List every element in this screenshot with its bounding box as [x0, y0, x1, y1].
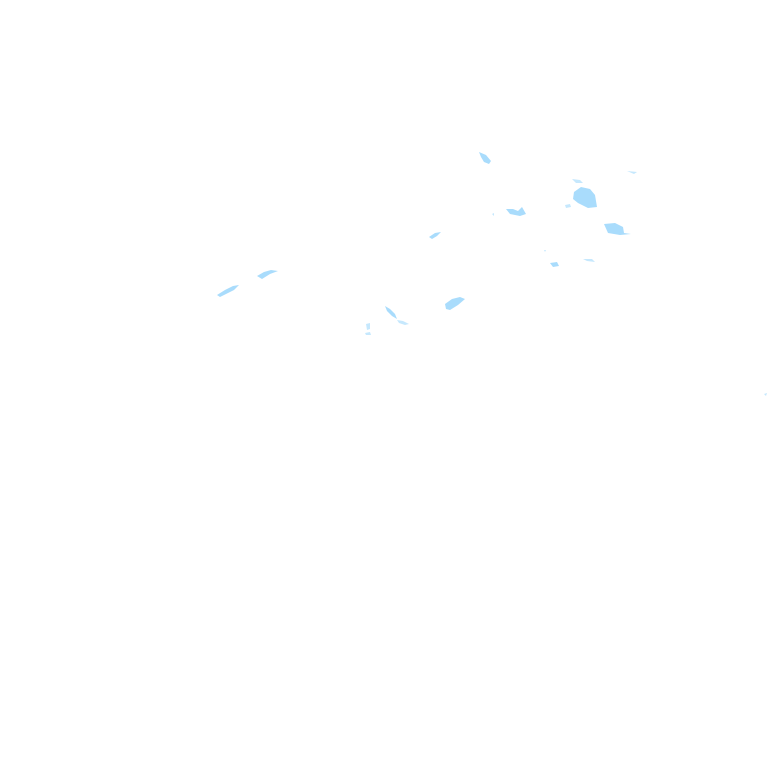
water-feature	[544, 250, 546, 252]
water-feature	[385, 306, 397, 319]
water-feature	[764, 393, 767, 396]
water-feature	[397, 320, 409, 325]
water-feature	[627, 171, 637, 174]
water-feature	[365, 332, 371, 335]
water-feature	[479, 152, 491, 164]
water-feature	[366, 323, 370, 330]
water-feature	[572, 179, 583, 183]
water-feature	[583, 259, 595, 262]
water-feature	[550, 262, 559, 267]
water-feature	[492, 213, 494, 216]
water-feature	[429, 232, 441, 239]
water-feature	[257, 270, 278, 279]
water-feature	[445, 297, 465, 310]
water-feature	[565, 204, 571, 208]
water-feature	[217, 285, 239, 297]
water-feature	[604, 223, 631, 235]
water-feature	[506, 207, 526, 216]
water-feature	[573, 187, 597, 208]
